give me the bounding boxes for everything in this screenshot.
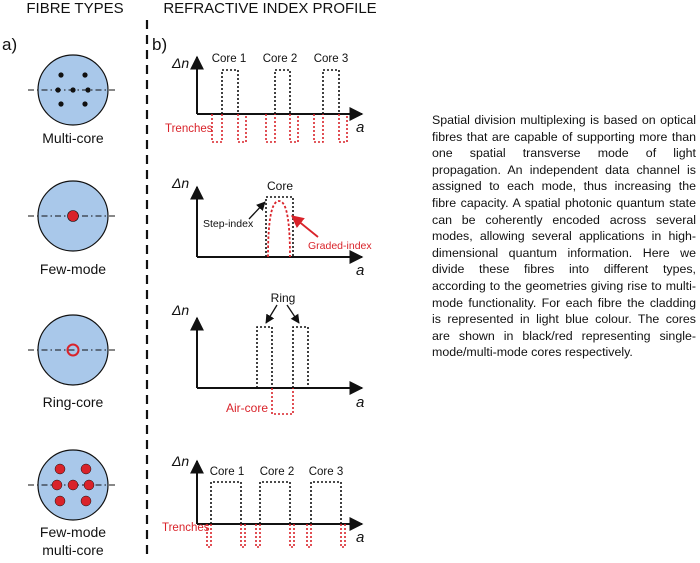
profile-multicore: [190, 55, 364, 143]
profile1-core1: Core 1: [212, 53, 247, 65]
profile1-core3: Core 3: [314, 53, 349, 65]
fibre-fewmode: [28, 180, 118, 252]
fibre-multicore-label: Multi-core: [42, 130, 104, 146]
profile1-trenches: Trenches: [165, 123, 213, 135]
profile-ring: [190, 304, 364, 415]
profile1-delta-n: Δn: [171, 55, 189, 71]
profile4-core3: Core 3: [309, 466, 344, 478]
profile2-step-index: Step-index: [203, 218, 254, 230]
profile1-a-label: a: [356, 119, 364, 136]
profile2-graded-index: Graded-index: [308, 240, 372, 252]
fibre-types-header: FIBRE TYPES: [26, 0, 123, 17]
profile3-air-core: Air-core: [226, 401, 268, 415]
profile-fmmc: [190, 459, 364, 548]
refractive-index-header: REFRACTIVE INDEX PROFILE: [163, 0, 376, 17]
profile1-core2: Core 2: [263, 53, 298, 65]
profile4-core1: Core 1: [210, 466, 245, 478]
profile4-core2: Core 2: [260, 466, 295, 478]
profile3-delta-n: Δn: [171, 302, 189, 318]
profile-fewmode: [190, 185, 364, 264]
panel-b-label: b): [152, 35, 167, 54]
profile4-trenches: Trenches: [162, 522, 210, 534]
profile3-ring: Ring: [271, 291, 296, 305]
fibre-ringcore-label: Ring-core: [43, 394, 104, 410]
profile4-delta-n: Δn: [171, 453, 189, 469]
fibre-fewmode-multicore: [28, 449, 118, 521]
profile2-a-label: a: [356, 262, 364, 279]
fibre-ringcore: [28, 314, 118, 386]
fibre-multicore: [28, 54, 118, 126]
description-caption: Spatial division multiplexing is based o…: [432, 113, 696, 360]
profile2-delta-n: Δn: [171, 175, 189, 191]
fibre-fmmc-label-2: multi-core: [42, 542, 104, 558]
panel-a-label: a): [2, 35, 17, 54]
fibre-fewmode-label: Few-mode: [40, 261, 106, 277]
profile2-core: Core: [267, 179, 293, 193]
profile4-a-label: a: [356, 529, 364, 546]
profile3-a-label: a: [356, 394, 364, 411]
fibre-fmmc-label-1: Few-mode: [40, 524, 106, 540]
